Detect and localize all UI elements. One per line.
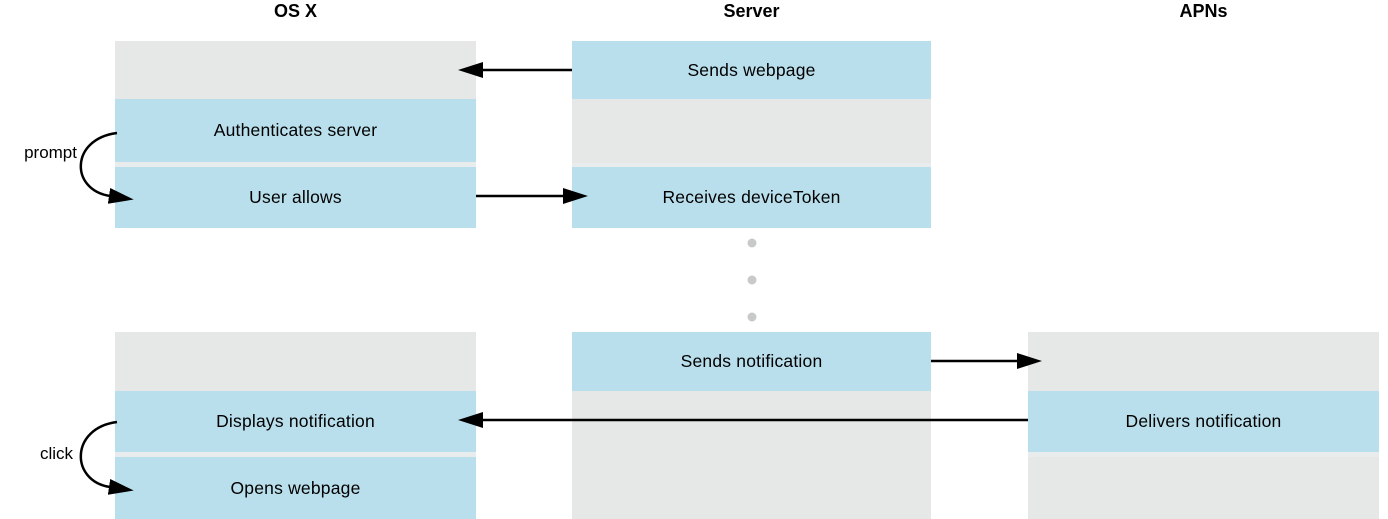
step-label: Delivers notification xyxy=(1125,411,1282,431)
step-label: Displays notification xyxy=(216,411,375,431)
prompt-annotation-label: prompt xyxy=(24,143,77,162)
step-label: Sends notification xyxy=(680,351,823,371)
row-gap xyxy=(115,452,476,457)
column-header-server: Server xyxy=(723,1,780,21)
step-label: User allows xyxy=(249,187,342,207)
step-label: Receives deviceToken xyxy=(662,187,841,207)
osx-idle-box-top xyxy=(115,41,476,99)
step-displays-notification: Displays notification xyxy=(115,391,476,452)
prompt-loop-arrow xyxy=(79,131,134,204)
step-label: Sends webpage xyxy=(687,59,816,80)
ellipsis-dot xyxy=(747,275,757,285)
ellipsis-dot xyxy=(747,312,757,322)
click-loop-arrow xyxy=(79,420,134,495)
apns-idle-box-top xyxy=(1028,332,1379,391)
step-sends-webpage: Sends webpage xyxy=(572,41,931,99)
server-idle-box-top xyxy=(572,99,931,163)
step-user-allows: User allows xyxy=(115,167,476,228)
osx-idle-box-bottom xyxy=(115,332,476,391)
ellipsis-dot xyxy=(747,238,757,248)
server-idle-box-bottom xyxy=(572,391,931,519)
row-gap xyxy=(115,162,476,167)
step-receives-device-token: Receives deviceToken xyxy=(572,167,931,228)
column-header-osx: OS X xyxy=(273,1,317,21)
row-gap xyxy=(572,163,931,167)
apns-idle-box-bottom xyxy=(1028,457,1379,519)
column-header-apns: APNs xyxy=(1179,1,1228,21)
step-sends-notification: Sends notification xyxy=(572,332,931,391)
step-label: Opens webpage xyxy=(230,477,361,498)
step-label: Authenticates server xyxy=(213,120,378,140)
click-annotation-label: click xyxy=(39,444,73,463)
step-authenticates-server: Authenticates server xyxy=(115,99,476,162)
step-delivers-notification: Delivers notification xyxy=(1028,391,1379,452)
row-gap xyxy=(1028,452,1379,457)
step-opens-webpage: Opens webpage xyxy=(115,457,476,519)
